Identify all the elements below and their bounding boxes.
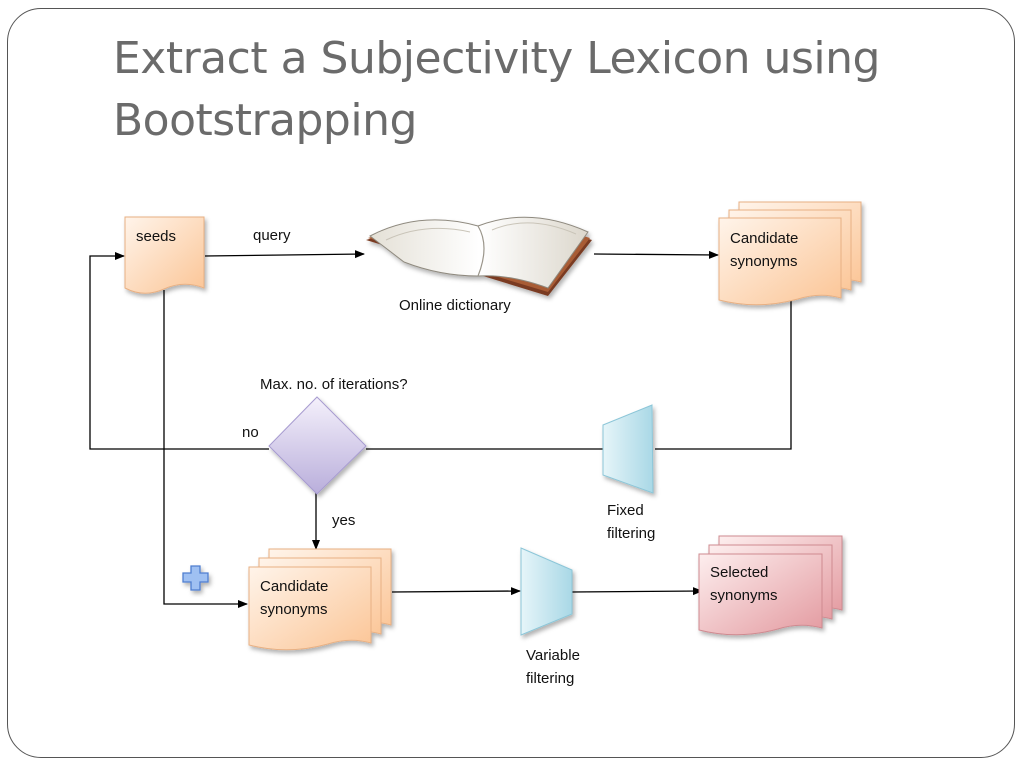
candidate-top-line-1: Candidate xyxy=(730,230,798,247)
candidates-to-variable-filter-arrow xyxy=(391,587,521,596)
variable-filter-to-selected-arrow xyxy=(571,587,703,596)
candidate-bottom-line-1: Candidate xyxy=(260,578,328,595)
candidate-synonyms-bottom-stack xyxy=(248,548,392,651)
yes-label: yes xyxy=(332,512,355,529)
seeds-label: seeds xyxy=(136,228,176,245)
slide-title: Extract a Subjectivity Lexicon using Boo… xyxy=(113,33,880,146)
no-label: no xyxy=(242,424,259,441)
dictionary-label: Online dictionary xyxy=(399,297,511,314)
plus-icon xyxy=(182,565,209,591)
dictionary-to-candidates-arrow xyxy=(593,250,719,259)
variable-filter-line-2: filtering xyxy=(526,670,574,687)
selected-line-2: synonyms xyxy=(710,587,778,604)
no-loop-arrow xyxy=(89,252,269,450)
variable-filter-line-1: Variable xyxy=(526,647,580,664)
seeds-to-candidates-arrow xyxy=(163,290,248,608)
fixed-filter-line-2: filtering xyxy=(607,525,655,542)
seeds-document xyxy=(124,216,205,294)
selected-synonyms-stack xyxy=(698,535,843,636)
fixed-filter-line-1: Fixed xyxy=(607,502,644,519)
book-icon xyxy=(366,216,592,296)
fixed-filter-shape xyxy=(602,404,654,494)
variable-filter-shape xyxy=(520,547,573,636)
decision-diamond xyxy=(268,396,367,495)
candidates-to-filter-line xyxy=(655,300,792,450)
decision-label: Max. no. of iterations? xyxy=(260,376,408,393)
slide-frame xyxy=(7,8,1015,758)
selected-line-1: Selected xyxy=(710,564,768,581)
candidate-synonyms-top-stack xyxy=(718,201,862,306)
candidate-bottom-line-2: synonyms xyxy=(260,601,328,618)
candidate-top-line-2: synonyms xyxy=(730,253,798,270)
query-arrow xyxy=(204,250,365,259)
connectors xyxy=(89,250,792,608)
query-label: query xyxy=(253,227,291,244)
